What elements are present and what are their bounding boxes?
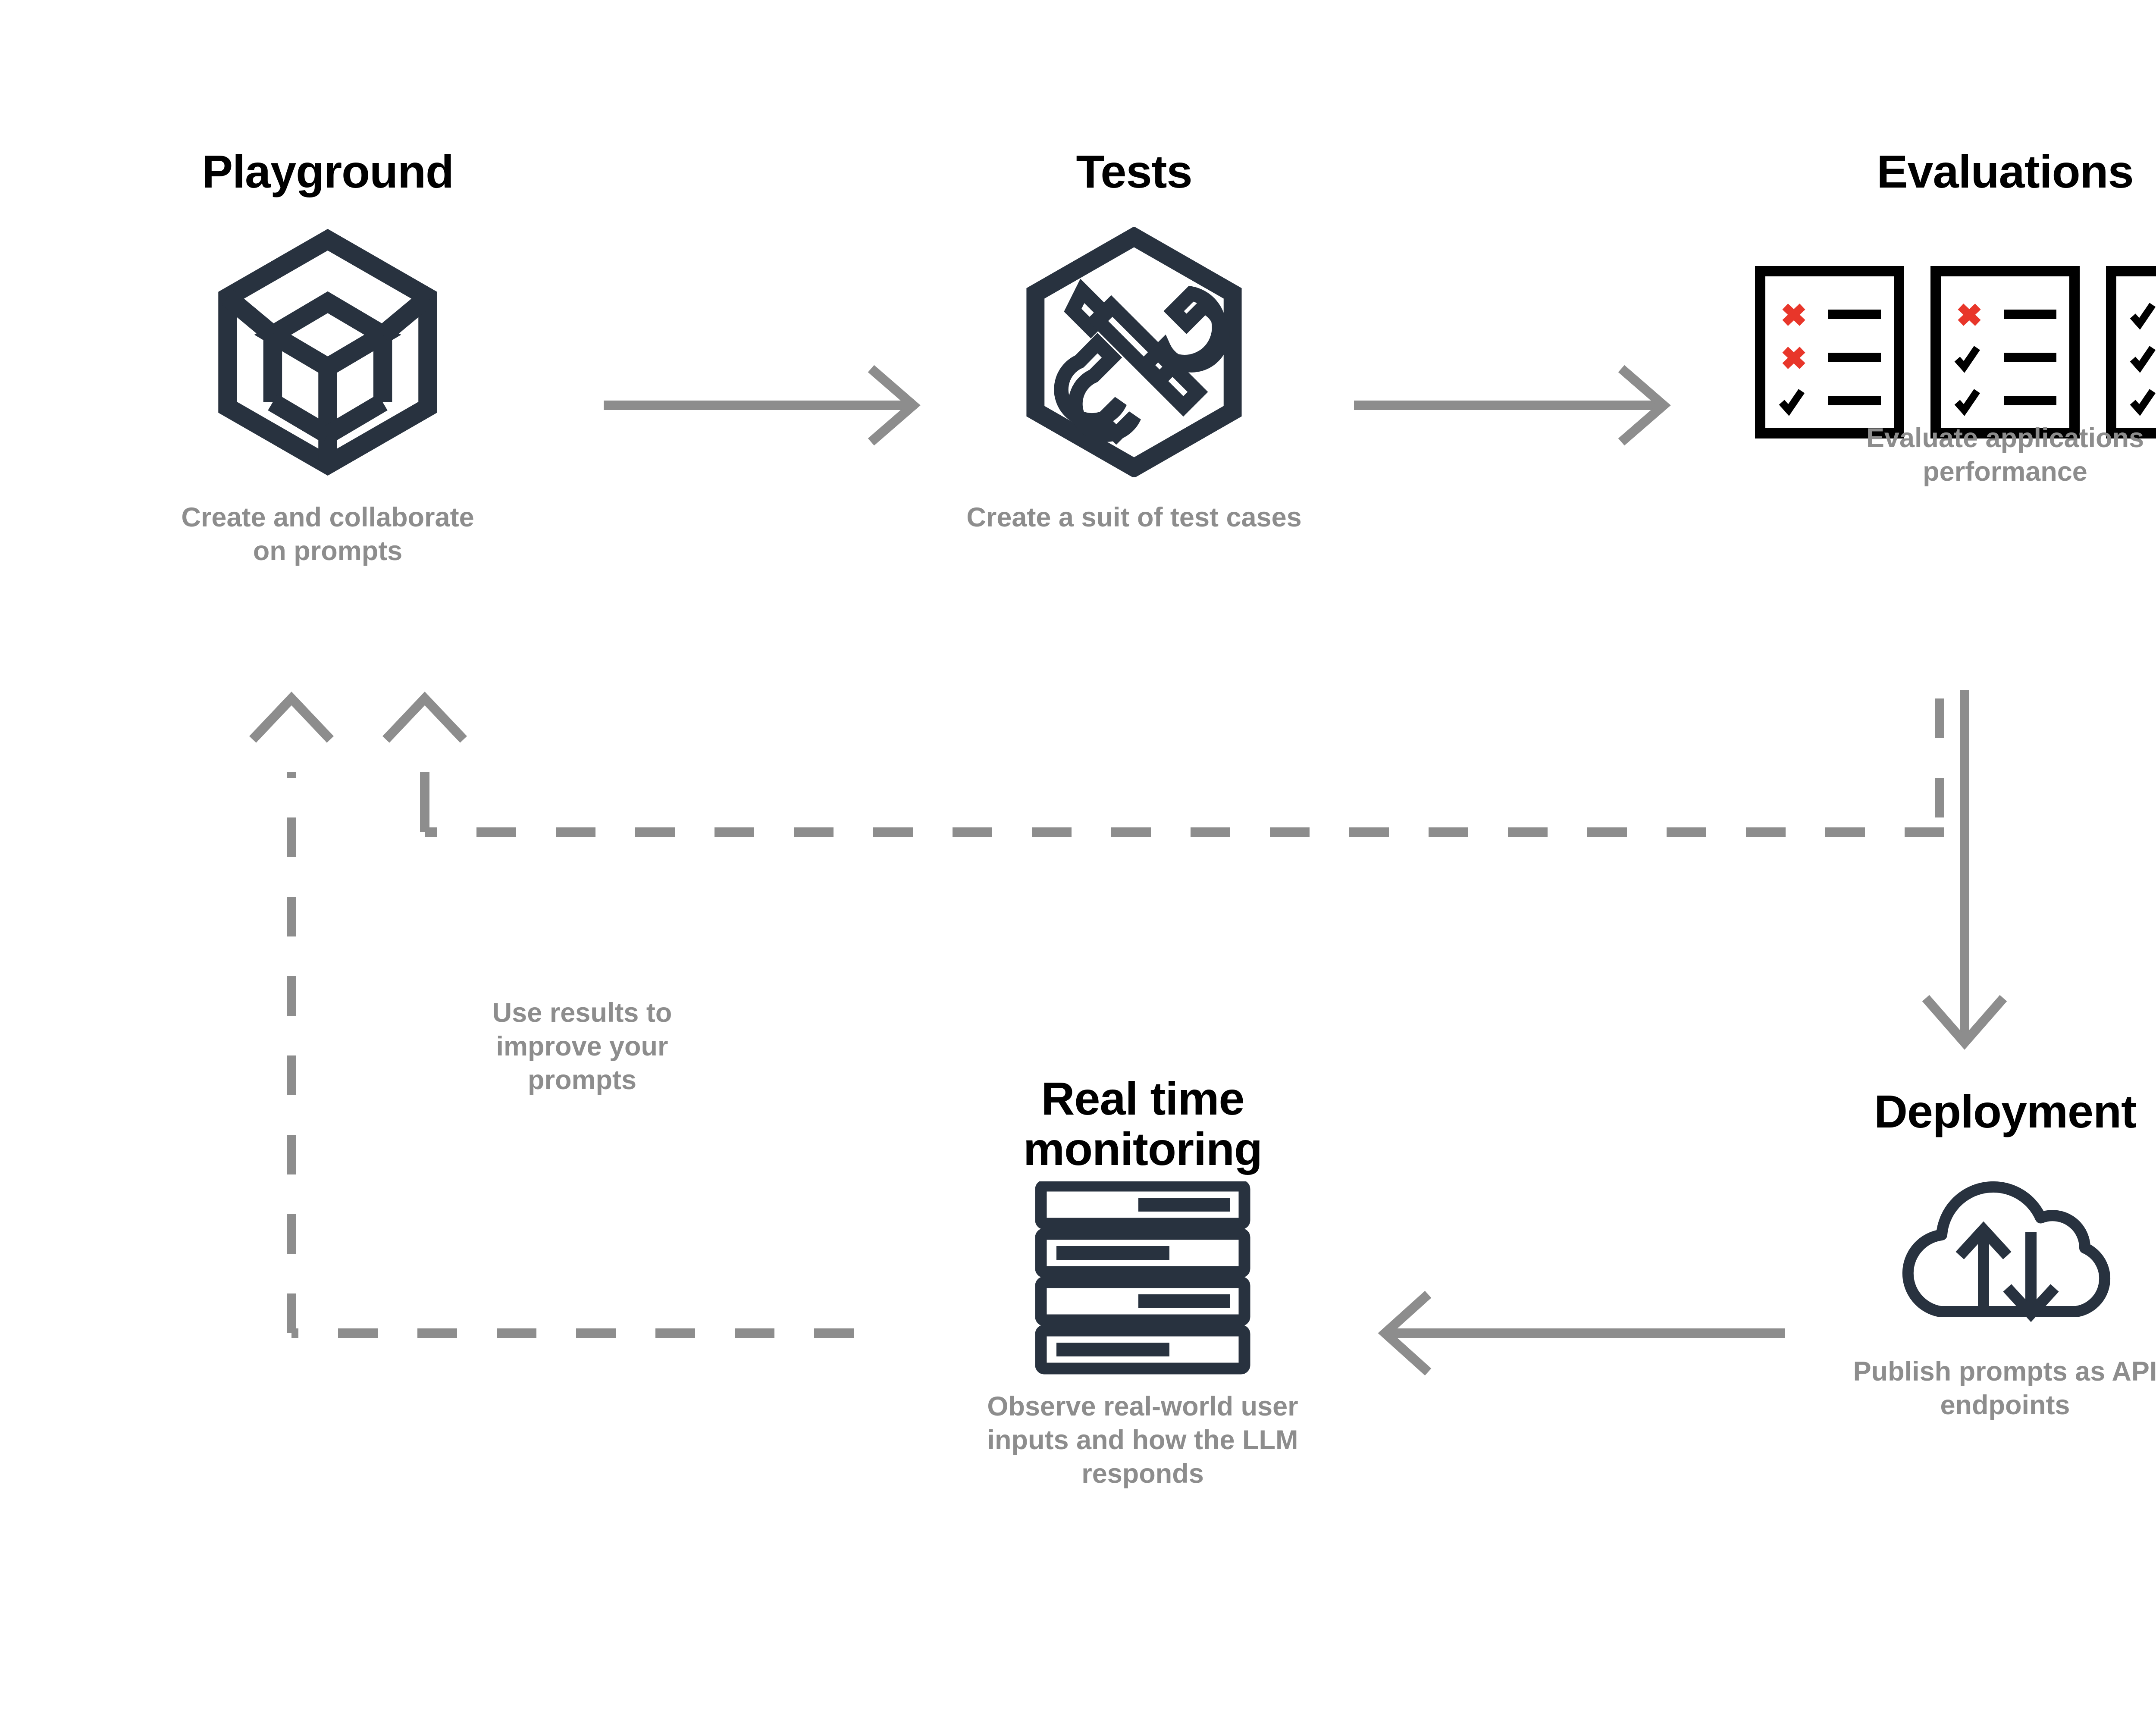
connector-deployment-to-monitoring xyxy=(1378,1290,1785,1376)
checklist-cards-icon xyxy=(1729,219,2156,486)
cube-icon xyxy=(73,219,582,486)
connector-playground-to-tests xyxy=(604,365,921,446)
connector-evaluations-to-playground xyxy=(382,692,1944,837)
evaluations-caption: Evaluate applications performance xyxy=(1866,423,2144,487)
monitoring-row-2 xyxy=(1035,1228,1250,1278)
evaluation-card-2 xyxy=(1930,266,2080,438)
monitoring-title: Real time monitoring xyxy=(1023,1072,1263,1175)
monitoring-caption: Observe real-world user inputs and how t… xyxy=(987,1391,1298,1489)
evaluations-title: Evaluations xyxy=(1877,145,2134,197)
monitoring-row-4 xyxy=(1035,1325,1250,1375)
node-monitoring[interactable]: Real time monitoring xyxy=(832,1072,1453,1491)
monitoring-row-1 xyxy=(1035,1181,1250,1230)
deployment-caption: Publish prompts as API endpoints xyxy=(1853,1356,2156,1420)
playground-caption: Create and collaborate on prompts xyxy=(181,502,474,566)
deployment-title: Deployment xyxy=(1874,1085,2137,1137)
evaluation-card-1 xyxy=(1755,266,1904,438)
evaluation-card-3 xyxy=(2106,266,2156,438)
connector-tests-to-evaluations xyxy=(1354,365,1671,446)
cloud-upload-download-icon xyxy=(1729,1156,2156,1337)
log-rows-icon xyxy=(832,1179,1453,1378)
hexagon-tools-icon xyxy=(837,219,1432,486)
loop-caption: Use results to improve your prompts xyxy=(492,998,672,1096)
monitoring-row-3 xyxy=(1035,1276,1250,1326)
playground-title: Playground xyxy=(201,145,454,197)
node-evaluations[interactable]: Evaluations xyxy=(1729,145,2156,489)
connector-monitoring-to-playground xyxy=(249,692,854,1338)
tests-title: Tests xyxy=(1076,145,1192,197)
node-deployment[interactable]: Deployment Publish prompts as API endp xyxy=(1729,1085,2156,1422)
tests-caption: Create a suit of test cases xyxy=(966,502,1302,532)
node-playground[interactable]: Playground Create and collaborate on pro… xyxy=(73,145,582,568)
connector-evaluations-to-deployment xyxy=(1922,690,2007,1050)
node-tests[interactable]: Tests Create a suit of test cases xyxy=(837,145,1432,534)
